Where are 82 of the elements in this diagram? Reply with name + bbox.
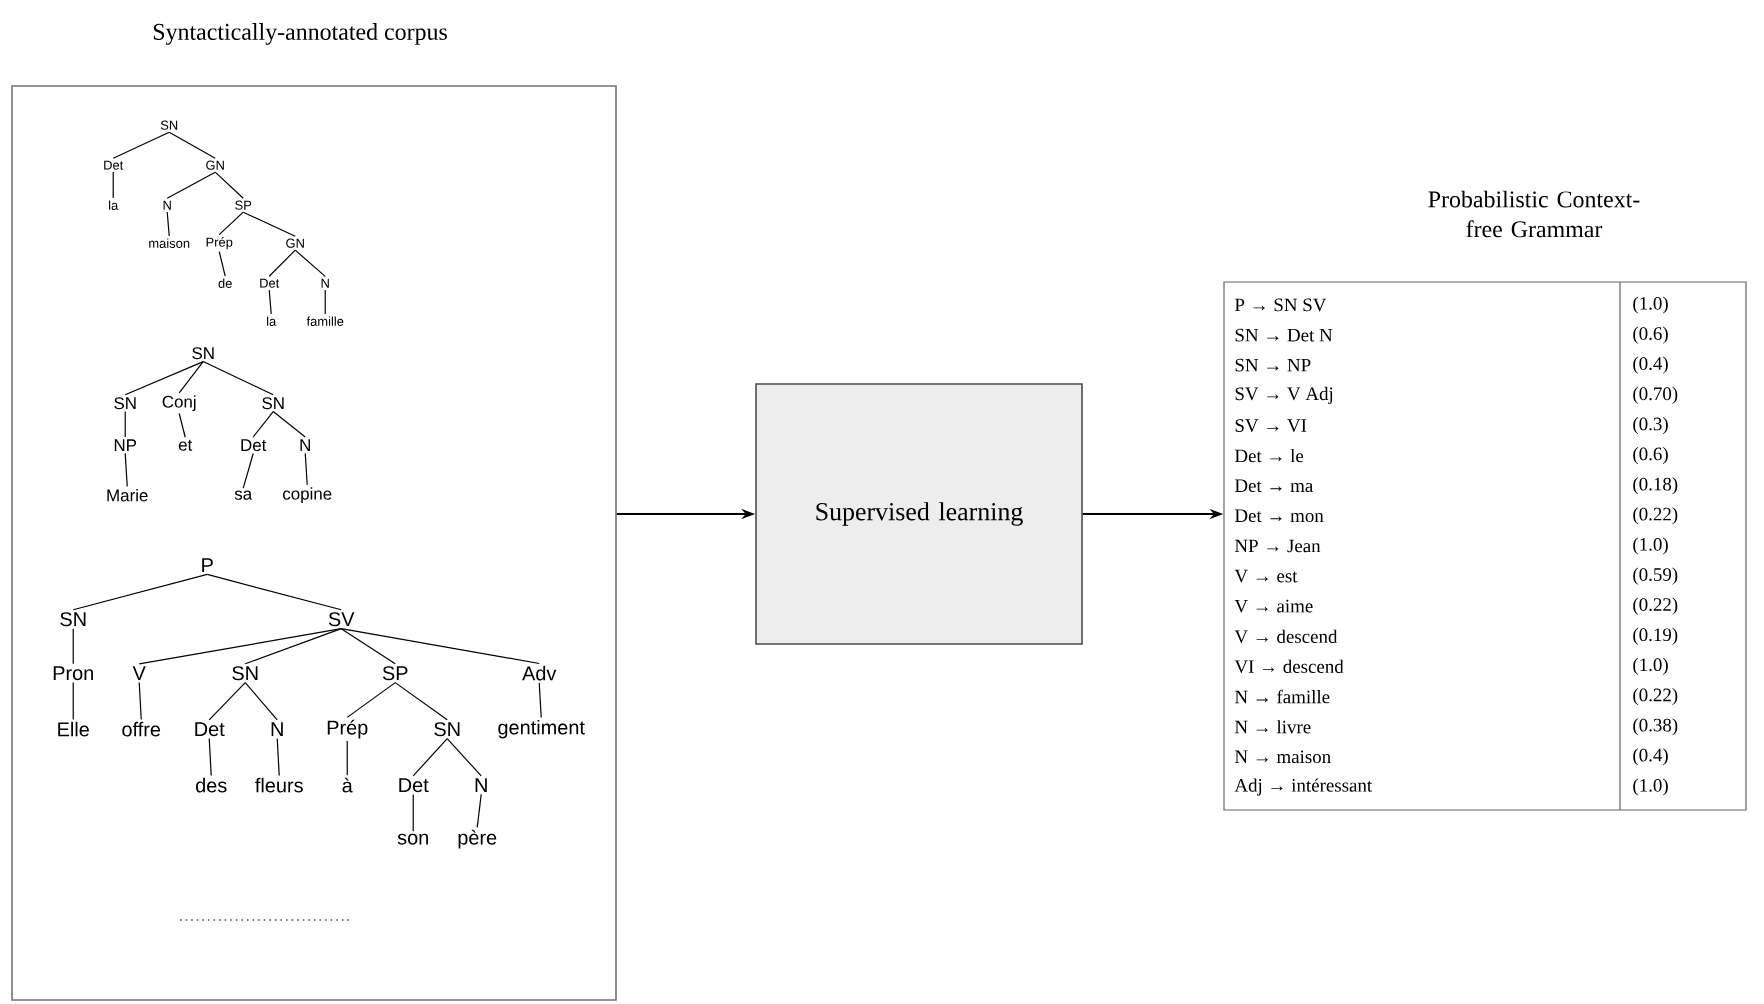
tree-branch — [242, 211, 296, 237]
tree-branch — [208, 682, 246, 721]
tree-label: SN — [60, 612, 86, 627]
tree-branch — [72, 681, 74, 721]
tree-label: SN — [192, 347, 214, 360]
tree-branch — [202, 360, 274, 396]
tree-branch — [168, 131, 216, 159]
tree-branch — [538, 682, 542, 719]
tree-label: offre — [122, 721, 161, 737]
tree-branch — [124, 410, 126, 438]
tree-branch — [124, 360, 204, 396]
tree-branch — [412, 738, 448, 777]
tree-branch — [244, 628, 342, 665]
tree-branch — [272, 410, 306, 438]
tree-branch — [218, 211, 244, 236]
tree-label: N — [475, 778, 487, 793]
corpus-panel — [11, 85, 617, 1001]
tree-label: SP — [382, 666, 408, 681]
tree-branch — [166, 171, 216, 199]
tree-branch — [324, 289, 326, 315]
tree-branch — [412, 793, 414, 832]
tree-label: Adv — [522, 665, 557, 681]
tree-label: SN — [114, 397, 136, 410]
tree-label: V — [132, 666, 146, 681]
tree-branch — [218, 251, 226, 277]
tree-label: NP — [114, 439, 137, 451]
tree-branch — [138, 628, 342, 665]
tree-branch — [268, 289, 272, 315]
grammar-table: Probabilistic Context-free Grammar P → SN SV (1.0) SN → Det N (0.6) SN → NP (0.4) SV → V Adj (0.70) SV → VI (0.3) Det → le (0.6) Det → ma (0.18) Det → mon (0.22) NP → Jean (1.0) V → est (0.59) V → aime (0.22) V → descend (0.19) VI → descend (1.0) N → famille (0.22) N → livre (0.38) N → maison (0.4) Adj → intéressant (1.0) — [1223, 190, 1747, 811]
tree-branch — [178, 412, 186, 438]
panel-title: Syntactically-annotated corpus — [153, 23, 447, 45]
tree-label: Conj — [162, 395, 196, 412]
tree-branch — [294, 249, 326, 277]
tree-label: SV — [328, 612, 355, 627]
tree-branch — [112, 131, 170, 159]
tree-branch — [276, 737, 280, 777]
tree-label: Det — [195, 722, 225, 737]
tree-label: Det — [399, 778, 429, 793]
tree-label: fleurs — [255, 777, 303, 793]
tree-branch — [446, 738, 482, 777]
tree-branch — [138, 681, 142, 721]
tree-label: des — [196, 777, 227, 793]
tree-label: copine — [283, 487, 332, 504]
tree-branch — [394, 682, 448, 721]
tree-branch — [346, 682, 396, 718]
tree-branch — [252, 410, 274, 438]
tree-branch — [476, 793, 482, 828]
tree-branch — [166, 211, 170, 237]
tree-label: SN — [232, 666, 258, 681]
tree-label: gentiment — [498, 719, 585, 739]
tree-label: son — [397, 833, 428, 845]
tree-branch — [244, 682, 278, 721]
tree-label: sa — [234, 490, 253, 500]
tree-label: Prép — [327, 719, 368, 739]
tree-branch — [208, 737, 212, 777]
tree-label: père — [458, 829, 497, 849]
tree-branch — [112, 171, 114, 199]
tree-branch — [268, 249, 296, 277]
tree-branch — [242, 452, 254, 489]
tree-branch — [72, 573, 208, 611]
tree-label: SN — [262, 397, 284, 410]
tree-branch — [340, 628, 396, 665]
tree-branch — [340, 628, 540, 665]
process-box: Supervised learning — [755, 383, 1083, 645]
tree-branch — [346, 740, 348, 776]
tree-label: Pron — [53, 666, 93, 681]
tree-label: Det — [241, 439, 267, 452]
tree-label: à — [342, 777, 353, 793]
node-label: Probabilistic Context-free Grammar — [1428, 190, 1640, 238]
tree-label: N — [300, 439, 310, 451]
tree-label: SN — [434, 722, 460, 737]
tree-branch — [72, 628, 74, 665]
tree-branch — [124, 452, 128, 488]
tree-branch — [206, 573, 342, 611]
tree-label: et — [178, 439, 193, 451]
tree-branch — [304, 452, 308, 486]
tree-label: P — [202, 558, 213, 573]
tree-label: Marie — [107, 488, 148, 502]
tree-label: Elle — [58, 721, 89, 737]
tree-branch — [214, 171, 244, 199]
tree-branch — [178, 360, 204, 394]
tree-label: N — [271, 722, 283, 737]
